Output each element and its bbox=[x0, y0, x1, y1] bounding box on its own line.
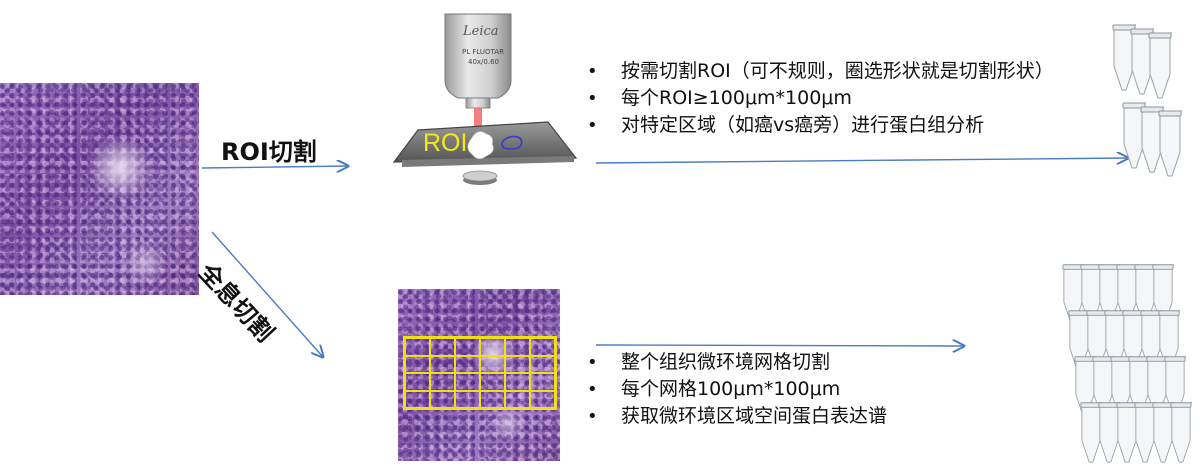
arrow-roi-to-tubes bbox=[595, 158, 1128, 163]
objective-spec-line1: PL FLUOTAR bbox=[462, 48, 504, 56]
whole-bullet-item: 整个组织微环境网格切割 bbox=[585, 349, 887, 376]
roi-cut-shape bbox=[467, 131, 494, 159]
roi-bullet-item: 对特定区域（如癌vs癌旁）进行蛋白组分析 bbox=[585, 112, 1054, 139]
whole-bullet-item: 获取微环境区域空间蛋白表达谱 bbox=[585, 403, 887, 430]
arrow-roi bbox=[201, 166, 348, 168]
roi-outline-shape bbox=[501, 135, 523, 150]
roi-bullet-item: 每个ROI≥100μm*100μm bbox=[585, 85, 1054, 112]
arrow-grid-to-tubes bbox=[595, 345, 964, 346]
roi-bullet-list: 按需切割ROI（可不规则，圈选形状就是切割形状） 每个ROI≥100μm*100… bbox=[585, 58, 1054, 139]
whole-bullet-list: 整个组织微环境网格切割 每个网格100μm*100μm 获取微环境区域空间蛋白表… bbox=[585, 349, 887, 430]
roi-bullet-item: 按需切割ROI（可不规则，圈选形状就是切割形状） bbox=[585, 58, 1054, 85]
sample-tubes-roi bbox=[1112, 22, 1182, 177]
microscope-illustration bbox=[392, 13, 578, 185]
whole-bullet-item: 每个网格100μm*100μm bbox=[585, 376, 887, 403]
microscope-brand: Leica bbox=[463, 24, 499, 39]
roi-text: ROI bbox=[423, 129, 468, 157]
roi-cut-label: ROI切割 bbox=[221, 138, 317, 166]
sample-tubes-grid bbox=[1062, 262, 1192, 463]
tissue-image-left bbox=[0, 83, 199, 295]
cutting-grid-overlay bbox=[403, 336, 557, 410]
objective-spec-line2: 40x/0.60 bbox=[468, 58, 499, 66]
laser-beam bbox=[474, 108, 482, 142]
arrow-whole bbox=[211, 231, 323, 357]
